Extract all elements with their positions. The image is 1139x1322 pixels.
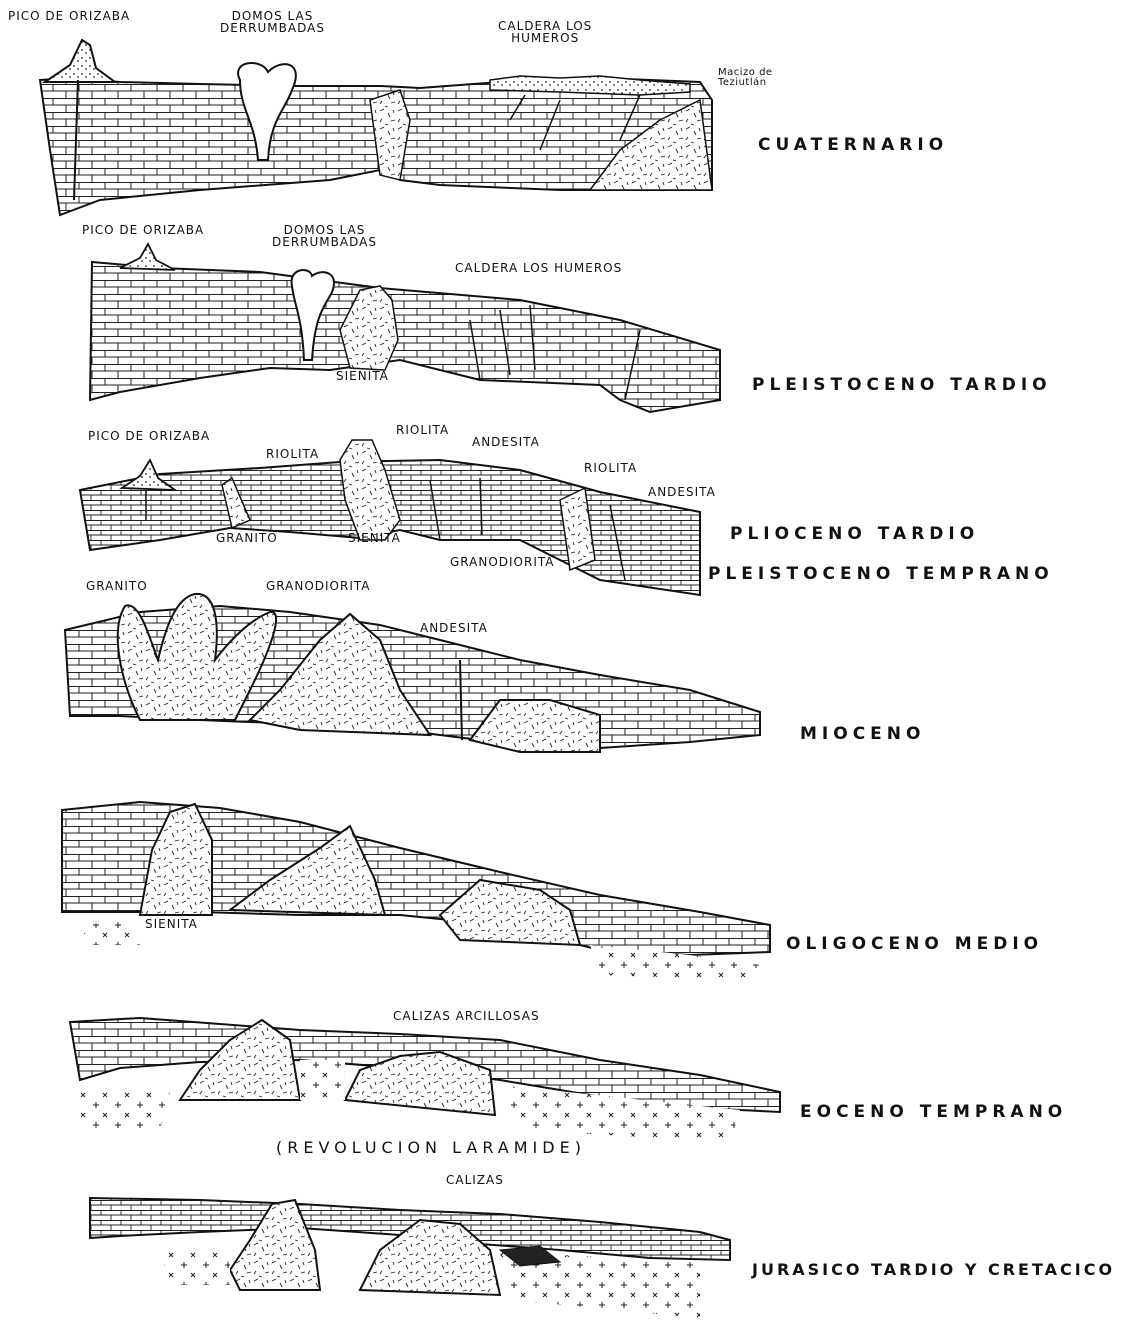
label-riolita: RIOLITA	[396, 424, 449, 436]
label-riolita: RIOLITA	[584, 462, 637, 474]
label-pico-de-orizaba: PICO DE ORIZABA	[82, 224, 204, 236]
section-eoceno-temprano	[70, 1018, 780, 1142]
label-granito: GRANITO	[216, 532, 278, 544]
label-calizas: CALIZAS	[446, 1174, 504, 1186]
label-revolucion-laramide: (REVOLUCION LARAMIDE)	[276, 1140, 586, 1156]
label-andesita: ANDESITA	[648, 486, 716, 498]
era-title-secondary: PLEISTOCENO TEMPRANO	[708, 566, 1054, 583]
label-granito: GRANITO	[86, 580, 148, 592]
section-cuaternario	[40, 40, 712, 215]
volcano-cone	[45, 40, 115, 82]
label-andesita: ANDESITA	[472, 436, 540, 448]
label-pico-de-orizaba: PICO DE ORIZABA	[88, 430, 210, 442]
section-jurasico-cretacico	[90, 1198, 730, 1318]
section-mioceno	[65, 594, 760, 752]
label-caldera-los-humeros: CALDERA LOS HUMEROS	[455, 262, 622, 274]
crystalline-basement	[160, 1248, 230, 1285]
era-title: OLIGOCENO MEDIO	[786, 936, 1043, 953]
era-title: PLEISTOCENO TARDIO	[752, 377, 1052, 394]
label-domos-las-derrumbadas: DOMOS LAS DERRUMBADAS	[272, 224, 377, 248]
label-calizas-arcillosas: CALIZAS ARCILLOSAS	[393, 1010, 540, 1022]
era-title: JURASICO TARDIO Y CRETACICO	[752, 1262, 1115, 1278]
era-title: PLIOCENO TARDIO	[730, 526, 979, 543]
label-domos-las-derrumbadas: DOMOS LAS DERRUMBADAS	[220, 10, 325, 34]
sedimentary-strata	[90, 262, 720, 412]
era-title: MIOCENO	[800, 726, 925, 743]
label-andesita: ANDESITA	[420, 622, 488, 634]
label-sienita: SIENITA	[348, 532, 401, 544]
label-granodiorita: GRANODIORITA	[450, 556, 555, 568]
label-sienita: SIENITA	[145, 918, 198, 930]
section-pleistoceno-tardio	[90, 244, 720, 412]
section-oligoceno-medio	[62, 802, 770, 980]
crystalline-basement	[80, 920, 140, 945]
era-title: EOCENO TEMPRANO	[800, 1104, 1067, 1121]
era-title: CUATERNARIO	[758, 137, 948, 154]
crystalline-basement	[300, 1060, 345, 1100]
label-sienita: SIENITA	[336, 370, 389, 382]
label-macizo-de-teziutlan: Macizo de Teziutlán	[718, 68, 773, 88]
label-caldera-los-humeros: CALDERA LOS HUMEROS	[498, 20, 592, 44]
volcano-cone	[120, 244, 175, 270]
crystalline-basement	[80, 1092, 170, 1130]
label-granodiorita: GRANODIORITA	[266, 580, 371, 592]
label-riolita: RIOLITA	[266, 448, 319, 460]
label-pico-de-orizaba: PICO DE ORIZABA	[8, 10, 130, 22]
